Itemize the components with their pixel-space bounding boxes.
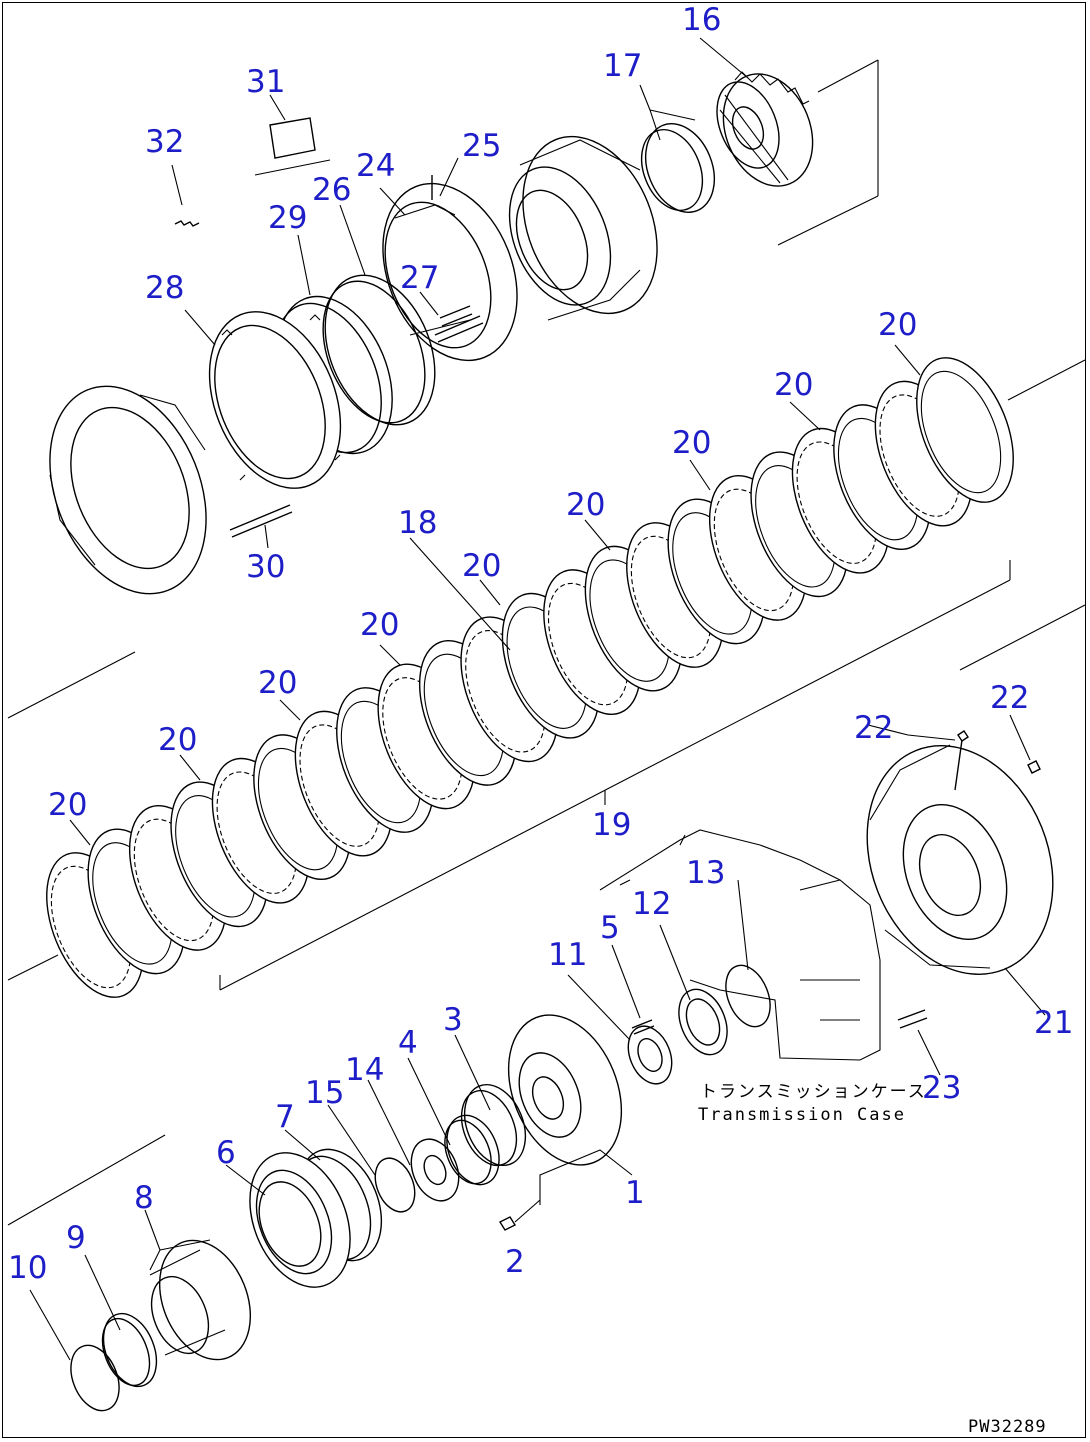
clutch-disc-pack xyxy=(46,357,1014,998)
clutch-drum xyxy=(508,135,658,321)
transmission-case-caption-jp: トランスミッションケース xyxy=(700,1082,927,1102)
clutch-disc-inner-edge xyxy=(920,370,1002,494)
callout-28: 28 xyxy=(145,270,184,306)
part-8-hub xyxy=(149,1239,252,1361)
callout-3: 3 xyxy=(443,1002,463,1038)
callout-4: 4 xyxy=(398,1025,418,1061)
part-26-ring xyxy=(322,274,436,426)
callout-20-c: 20 xyxy=(258,665,297,701)
part-9-ring xyxy=(101,1312,158,1388)
drawing-code: PW32289 xyxy=(968,1417,1047,1437)
part-4-ring xyxy=(444,1114,500,1186)
part-2-bolt xyxy=(498,1199,541,1231)
callout-15: 15 xyxy=(305,1075,344,1111)
callout-labels: 16 17 31 32 25 24 26 29 27 28 20 20 20 2… xyxy=(8,2,1073,1286)
callout-7: 7 xyxy=(275,1099,295,1135)
part-25-pin xyxy=(431,157,459,200)
callout-22-a: 22 xyxy=(854,710,893,746)
callout-20-h: 20 xyxy=(774,367,813,403)
callout-18: 18 xyxy=(398,505,437,541)
part-24-housing xyxy=(382,182,518,362)
callout-29: 29 xyxy=(268,200,307,236)
part-30-pin xyxy=(229,504,293,538)
callout-32: 32 xyxy=(145,124,184,160)
part-14-bearing xyxy=(410,1138,460,1202)
callout-26: 26 xyxy=(312,172,351,208)
transmission-case-caption-en: Transmission Case xyxy=(698,1105,906,1125)
leader-lines xyxy=(29,37,1046,1361)
part-22-bolt xyxy=(954,730,1041,791)
part-27-pin xyxy=(439,305,473,327)
callout-14: 14 xyxy=(345,1052,384,1088)
callout-12: 12 xyxy=(632,886,671,922)
callout-25: 25 xyxy=(462,128,501,164)
part-15-snap-ring xyxy=(374,1157,416,1213)
part-16-gear-hub xyxy=(716,71,814,187)
part-31-bracket xyxy=(254,117,331,176)
part-12-ring xyxy=(678,988,728,1056)
callout-1: 1 xyxy=(625,1175,645,1211)
callout-30: 30 xyxy=(246,549,285,585)
callout-16: 16 xyxy=(682,2,721,38)
callout-10: 10 xyxy=(8,1250,47,1286)
callout-20-f: 20 xyxy=(566,487,605,523)
axis-lines xyxy=(7,59,1086,1226)
callout-9: 9 xyxy=(66,1220,86,1256)
part-28-plate xyxy=(208,311,342,489)
callout-20-d: 20 xyxy=(360,607,399,643)
callout-11: 11 xyxy=(548,937,587,973)
part-23-pin xyxy=(897,1009,928,1029)
part-1-carrier xyxy=(507,1014,623,1166)
part-19-bracket xyxy=(219,560,1011,991)
callout-17: 17 xyxy=(603,48,642,84)
cover-plate xyxy=(49,385,207,595)
callout-20-g: 20 xyxy=(672,425,711,461)
callout-5: 5 xyxy=(600,910,620,946)
part-17-ring xyxy=(640,122,716,214)
callout-20-e: 20 xyxy=(462,548,501,584)
part-32-spring xyxy=(174,220,200,227)
callout-20-b: 20 xyxy=(158,722,197,758)
callout-19: 19 xyxy=(592,807,631,843)
part-6-piston xyxy=(249,1152,351,1288)
part-11-bearing xyxy=(627,1025,673,1085)
callout-24: 24 xyxy=(356,148,395,184)
transmission-case-outline xyxy=(599,829,881,1061)
part-10-snap-ring xyxy=(70,1344,120,1412)
part-5-pin xyxy=(631,1019,655,1035)
callout-20-a: 20 xyxy=(48,787,87,823)
callout-20-i: 20 xyxy=(878,307,917,343)
callout-8: 8 xyxy=(134,1180,154,1216)
callout-13: 13 xyxy=(686,855,725,891)
callout-22-b: 22 xyxy=(990,680,1029,716)
callout-31: 31 xyxy=(246,64,285,100)
callout-23: 23 xyxy=(922,1070,961,1106)
callout-27: 27 xyxy=(400,260,439,296)
part-21-housing xyxy=(866,744,1054,975)
callout-21: 21 xyxy=(1034,1005,1073,1041)
callout-6: 6 xyxy=(216,1135,236,1171)
callout-2: 2 xyxy=(505,1244,525,1280)
part-13-snap-ring xyxy=(725,964,771,1028)
